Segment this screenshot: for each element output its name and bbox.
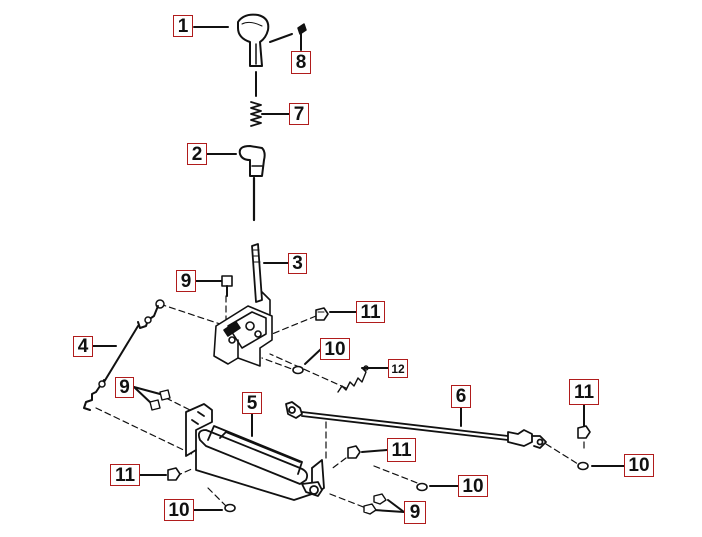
collar-part-2 [238, 145, 266, 177]
washer-part-10-upper [292, 365, 304, 375]
callout-part-11-upper: 11 [356, 301, 385, 323]
callout-part-10-bottom-left: 10 [164, 499, 194, 521]
leader-lines [91, 26, 625, 513]
callout-part-9-bottom: 9 [404, 501, 426, 524]
bolts-part-9-left [149, 389, 171, 411]
nut-part-11-upper [315, 307, 329, 321]
callout-part-2: 2 [187, 143, 207, 165]
callout-part-9-top: 9 [176, 270, 196, 292]
callout-part-8: 8 [291, 51, 311, 74]
callout-part-11-right: 11 [569, 379, 599, 405]
cross-shaft-part-5 [185, 403, 325, 501]
set-screw-part-8 [297, 23, 307, 35]
washer-part-10-bottom-left [224, 503, 236, 513]
bolt-part-9-top [221, 275, 233, 297]
callout-part-7: 7 [289, 103, 309, 125]
callout-part-5: 5 [242, 392, 262, 414]
callout-part-1: 1 [173, 15, 193, 37]
callout-part-12: 12 [388, 359, 408, 378]
callout-part-9-left: 9 [115, 377, 134, 398]
tension-spring-part-12 [337, 365, 369, 393]
washer-part-10-right [577, 461, 589, 471]
callout-part-11-middle: 11 [387, 438, 416, 462]
callout-part-4: 4 [73, 336, 93, 357]
nut-part-11-left [167, 467, 181, 481]
callout-part-10-middle: 10 [458, 475, 488, 497]
washer-part-10-middle [416, 482, 428, 492]
callout-part-11-left: 11 [110, 464, 140, 486]
nut-part-11-middle [347, 445, 361, 459]
callout-part-10-right: 10 [624, 454, 654, 477]
shift-bracket-assembly [213, 291, 273, 367]
shift-knob-part-1 [237, 13, 270, 67]
nut-part-11-right [577, 425, 591, 439]
link-rod-part-4 [83, 299, 165, 411]
spring-part-7 [250, 101, 262, 127]
shift-lever-part-3 [251, 176, 263, 303]
callout-part-10-upper: 10 [320, 338, 350, 360]
callout-part-3: 3 [288, 253, 307, 274]
callout-part-6: 6 [451, 385, 471, 408]
bolts-part-9-bottom [363, 493, 387, 515]
shift-rod-part-6 [285, 401, 547, 449]
